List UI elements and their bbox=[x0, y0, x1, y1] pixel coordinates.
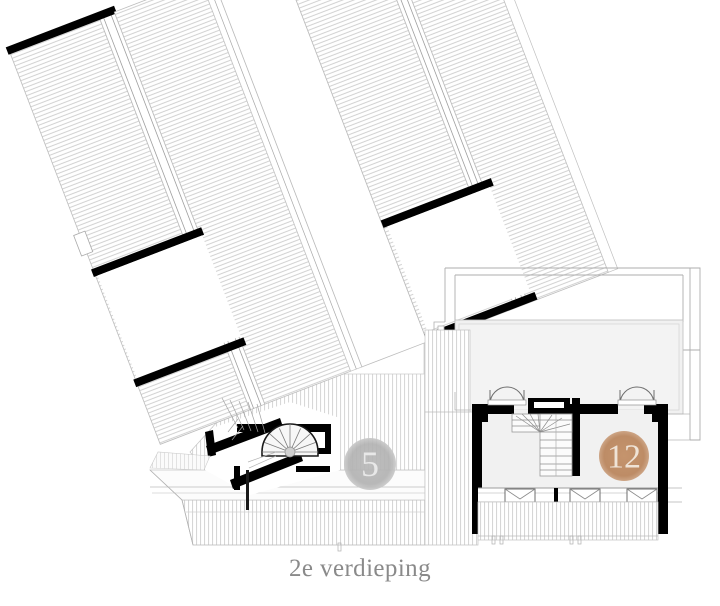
wall-left-thick-top bbox=[472, 404, 488, 422]
roof-bay-2 bbox=[113, 0, 363, 405]
wall-bar-right-mid bbox=[380, 178, 494, 228]
wall-left bbox=[472, 404, 482, 534]
wall-top-center-slot bbox=[534, 402, 564, 408]
wall-bar-left-low bbox=[133, 337, 247, 388]
stair-run-indicator bbox=[247, 451, 277, 469]
right-roof-outline bbox=[444, 267, 701, 441]
balcony-terrace bbox=[477, 501, 659, 541]
stair-enclosure-wall bbox=[572, 398, 580, 476]
stair-bottom-wall-2 bbox=[296, 466, 330, 472]
marker-5-label: 5 bbox=[361, 444, 379, 484]
marker-12[interactable]: 12 bbox=[599, 431, 649, 481]
wall-right bbox=[658, 404, 668, 534]
door-leaf-right bbox=[617, 399, 657, 406]
window-symbol-3 bbox=[626, 488, 658, 503]
wall-top-left bbox=[472, 404, 514, 414]
wall-right-thick-top bbox=[652, 404, 668, 422]
stair-flight-left bbox=[221, 397, 266, 441]
right-wing bbox=[424, 267, 701, 546]
partition-line bbox=[246, 470, 249, 510]
marker-12-label: 12 bbox=[607, 439, 641, 476]
roof-bay-4 bbox=[364, 0, 619, 304]
marker-5[interactable]: 5 bbox=[344, 438, 396, 490]
wall-bar-left-mid bbox=[91, 227, 205, 277]
wall-bar-right-low bbox=[424, 292, 538, 342]
stair-right-wall bbox=[325, 424, 331, 450]
window-symbol-2 bbox=[569, 488, 601, 503]
door-leaf-left bbox=[487, 399, 527, 406]
wall-top-right-a bbox=[570, 404, 618, 414]
stair-left-wall bbox=[234, 466, 240, 490]
left-flat-roof-strip bbox=[424, 329, 479, 546]
right-outer-lines bbox=[668, 413, 690, 503]
right-upper-room-inner bbox=[458, 323, 680, 411]
left-wall-stub bbox=[205, 430, 216, 457]
spiral-stair-left bbox=[261, 423, 319, 458]
winder-stair-right bbox=[511, 413, 573, 477]
left-wing-stair-zone bbox=[149, 397, 340, 510]
window-symbol-1 bbox=[504, 488, 536, 503]
left-wing bbox=[5, 0, 619, 445]
roof-jamb-left bbox=[73, 230, 94, 257]
